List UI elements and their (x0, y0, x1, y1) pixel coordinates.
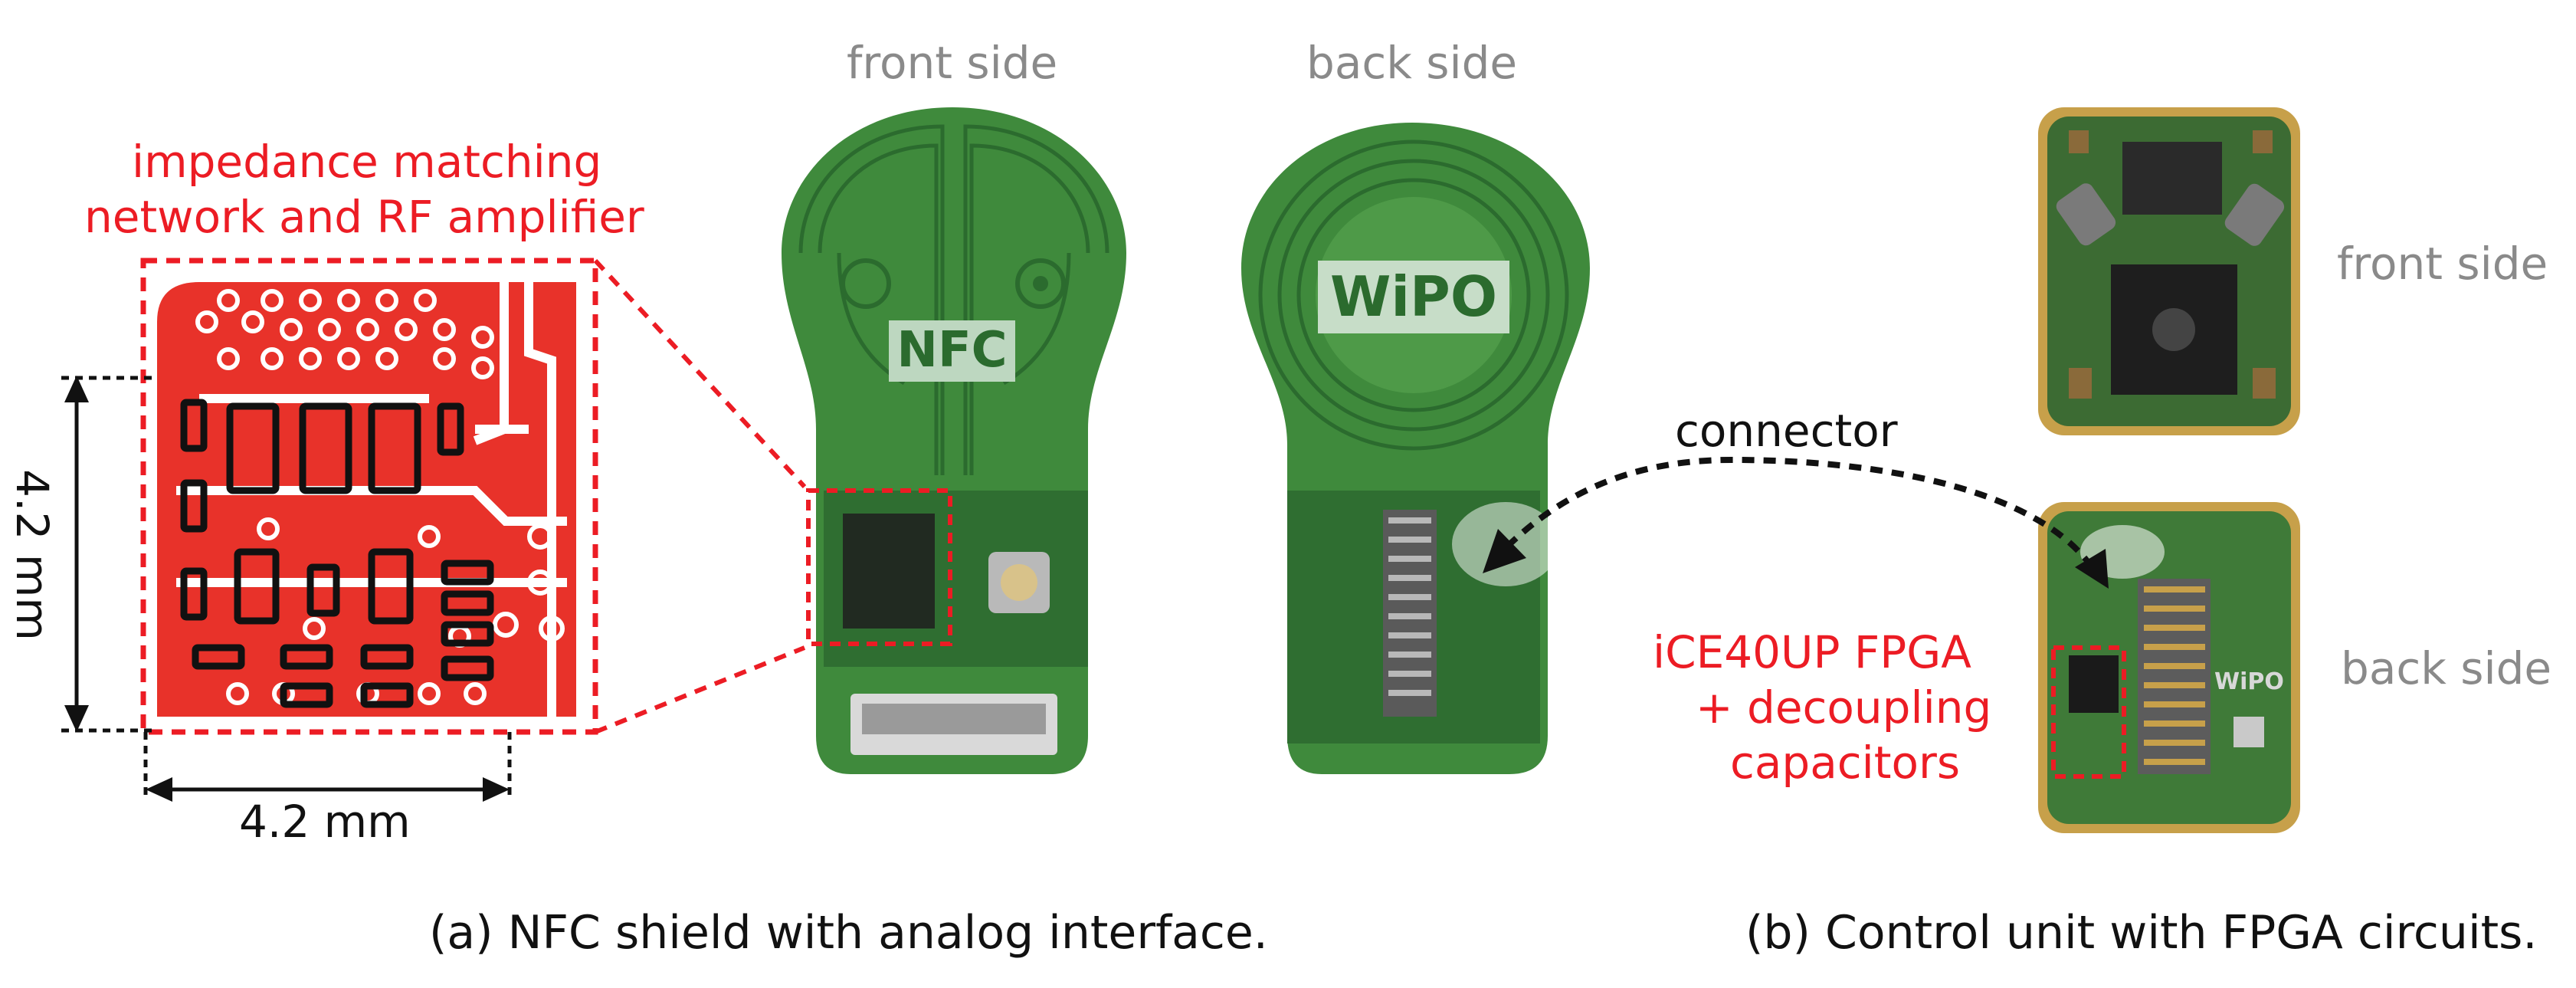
connector-label: connector (1675, 405, 1898, 457)
zoom-label-line2: network and RF amplifier (84, 191, 644, 243)
fpga-label-line1: iCE40UP FPGA (1653, 626, 1971, 678)
nfc-back-side-label: back side (1306, 37, 1518, 89)
figure-b-caption: (b) Control unit with FPGA circuits. (1745, 906, 2538, 960)
nfc-front-side-label: front side (847, 37, 1058, 89)
control-unit-back-side-label: back side (2341, 642, 2552, 694)
wipo-logo-text: WiPO (1329, 264, 1498, 329)
fpga-label-line3: capacitors (1730, 737, 1961, 789)
fpga-label-line2: + decoupling (1696, 681, 1992, 734)
figure-a-caption: (a) NFC shield with analog interface. (429, 906, 1268, 960)
control-unit-front-side-label: front side (2337, 238, 2548, 290)
zoom-label-line1: impedance matching (132, 136, 602, 188)
control-unit-wipo-logo: WiPO (2214, 668, 2284, 695)
dimension-horizontal-label: 4.2 mm (239, 796, 411, 848)
nfc-logo-text: NFC (896, 322, 1008, 379)
